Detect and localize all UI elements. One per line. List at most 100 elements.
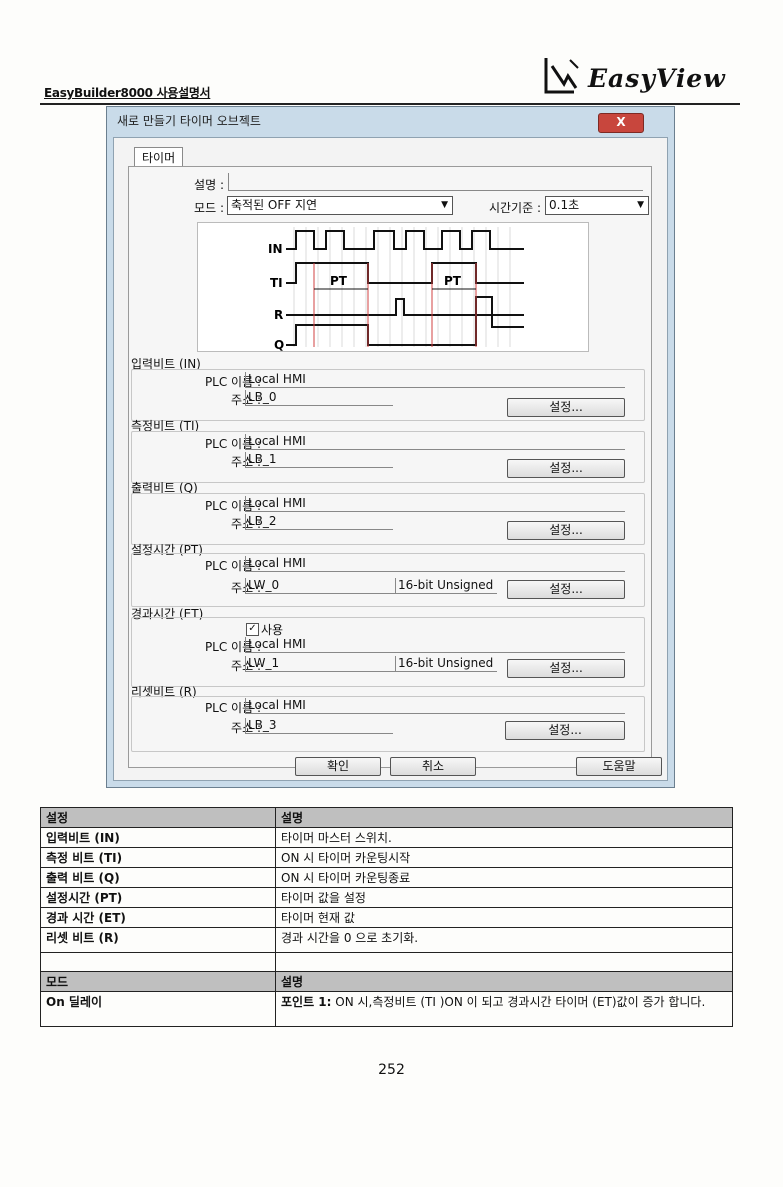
table-cell: 설정	[40, 807, 276, 828]
section-group-pt	[131, 553, 645, 607]
address-label-pt: 주소 :	[231, 581, 261, 595]
table-row: 경과 시간 (ET) 타이머 현재 값	[40, 907, 733, 928]
plc-name-field-in[interactable]: Local HMI	[245, 372, 625, 388]
point-description: ON 시,측정비트 (TI )ON 이 되고 경과시간 타이머 (ET)값이 증…	[331, 995, 706, 1009]
plc-name-label-in: PLC 이름 :	[204, 375, 261, 389]
settings-button-pt[interactable]: 설정...	[507, 580, 625, 599]
table-cell: 경과 시간을 0 으로 초기화.	[275, 927, 733, 953]
table-cell: 설명	[275, 971, 733, 992]
table-row	[40, 952, 733, 972]
settings-button-ti[interactable]: 설정...	[507, 459, 625, 478]
timing-diagram: IN TI R Q	[197, 222, 589, 352]
plc-name-field-pt[interactable]: Local HMI	[245, 556, 625, 572]
timebase-select[interactable]: 0.1초 ▼	[545, 196, 649, 215]
mode-select[interactable]: 축적된 OFF 지연 ▼	[227, 196, 453, 215]
table-cell: 측정 비트 (TI)	[40, 847, 276, 868]
help-button[interactable]: 도움말	[576, 757, 662, 776]
plc-name-field-q[interactable]: Local HMI	[245, 496, 625, 512]
page-number: 252	[378, 1062, 405, 1078]
dialog-client-area: 타이머 설명 : 모드 : 축적된 OFF 지연 ▼ 시간기준 : 0.1초 ▼	[113, 137, 668, 781]
table-row: 모드 설명	[40, 971, 733, 992]
section-group-r	[131, 696, 645, 752]
table-cell: 출력 비트 (Q)	[40, 867, 276, 888]
section-title-r: 리셋비트 (R)	[131, 685, 197, 699]
section-title-ti: 측정비트 (TI)	[131, 419, 200, 433]
header-rule	[40, 103, 740, 105]
use-checkbox-et[interactable]: ✓	[246, 623, 259, 636]
settings-button-et[interactable]: 설정...	[507, 659, 625, 678]
ok-button[interactable]: 확인	[295, 757, 381, 776]
table-cell: ON 시 타이머 카운팅종료	[275, 867, 733, 888]
table-cell: ON 시 타이머 카운팅시작	[275, 847, 733, 868]
data-format-field-et[interactable]: 16-bit Unsigned	[395, 656, 497, 672]
settings-button-q[interactable]: 설정...	[507, 521, 625, 540]
dialog-titlebar[interactable]: 새로 만들기 타이머 오브젝트 X	[107, 107, 674, 133]
section-title-in: 입력비트 (IN)	[131, 357, 201, 371]
settings-button-r[interactable]: 설정...	[505, 721, 625, 740]
chevron-down-icon: ▼	[441, 200, 448, 210]
signal-trace-in	[286, 230, 524, 250]
address-label-in: 주소 :	[231, 393, 261, 407]
tab-timer[interactable]: 타이머	[134, 147, 184, 168]
address-label-r: 주소 :	[231, 721, 261, 735]
address-field-pt[interactable]: LW_0	[245, 578, 395, 594]
pt-label-1: PT	[330, 274, 348, 288]
plc-name-field-et[interactable]: Local HMI	[245, 637, 625, 653]
table-cell: On 딜레이	[40, 991, 276, 1027]
section-group-q	[131, 493, 645, 545]
point-label: 포인트 1:	[281, 995, 332, 1009]
table-cell: 타이머 현재 값	[275, 907, 733, 928]
section-group-ti	[131, 431, 645, 483]
address-field-ti[interactable]: LB_1	[245, 452, 393, 468]
table-cell: 모드	[40, 971, 276, 992]
section-group-in	[131, 369, 645, 421]
signal-trace-r	[286, 298, 524, 316]
settings-button-in[interactable]: 설정...	[507, 398, 625, 417]
logo-text: EasyView	[588, 64, 726, 93]
plc-name-field-ti[interactable]: Local HMI	[245, 434, 625, 450]
mode-select-value: 축적된 OFF 지연	[231, 198, 318, 212]
table-row: 리셋 비트 (R) 경과 시간을 0 으로 초기화.	[40, 927, 733, 953]
table-row: 입력비트 (IN) 타이머 마스터 스위치.	[40, 827, 733, 848]
address-field-et[interactable]: LW_1	[245, 656, 395, 672]
settings-description-table: 설정 설명 입력비트 (IN) 타이머 마스터 스위치. 측정 비트 (TI) …	[40, 807, 733, 1027]
table-cell: 타이머 값을 설정	[275, 887, 733, 908]
address-field-r[interactable]: LB_3	[245, 718, 393, 734]
signal-label-in: IN	[268, 242, 283, 256]
dialog-title: 새로 만들기 타이머 오브젝트	[117, 114, 261, 128]
signal-trace-ti	[286, 262, 524, 284]
timebase-select-value: 0.1초	[549, 198, 580, 212]
plc-name-label-r: PLC 이름 :	[204, 701, 261, 715]
document-header-title: EasyBuilder8000 사용설명서	[44, 86, 211, 100]
timer-object-dialog: 새로 만들기 타이머 오브젝트 X 타이머 설명 : 모드 : 축적된 OFF …	[106, 106, 675, 788]
close-button[interactable]: X	[598, 113, 644, 133]
table-cell: 타이머 마스터 스위치.	[275, 827, 733, 848]
table-cell: 리셋 비트 (R)	[40, 927, 276, 953]
cancel-button[interactable]: 취소	[390, 757, 476, 776]
timebase-label: 시간기준 :	[488, 201, 541, 215]
plc-name-field-r[interactable]: Local HMI	[245, 698, 625, 714]
table-cell: 설정시간 (PT)	[40, 887, 276, 908]
section-title-q: 출력비트 (Q)	[131, 481, 198, 495]
use-checkbox-label-et: 사용	[261, 623, 284, 637]
table-row: 설정 설명	[40, 807, 733, 828]
chevron-down-icon: ▼	[637, 200, 644, 210]
table-row: 출력 비트 (Q) ON 시 타이머 카운팅종료	[40, 867, 733, 888]
table-row: On 딜레이 포인트 1: ON 시,측정비트 (TI )ON 이 되고 경과시…	[40, 991, 733, 1027]
data-format-field-pt[interactable]: 16-bit Unsigned	[395, 578, 497, 594]
address-field-in[interactable]: LB_0	[245, 390, 393, 406]
signal-trace-q	[286, 296, 524, 346]
section-group-et	[131, 617, 645, 687]
address-label-et: 주소 :	[231, 659, 261, 673]
description-label: 설명 :	[194, 178, 224, 192]
timer-tab-panel: 설명 : 모드 : 축적된 OFF 지연 ▼ 시간기준 : 0.1초 ▼	[128, 166, 652, 768]
address-label-q: 주소 :	[231, 517, 261, 531]
plc-name-label-et: PLC 이름 :	[204, 640, 261, 654]
easyview-logo-icon	[544, 58, 579, 94]
table-cell	[275, 952, 733, 972]
signal-label-ti: TI	[270, 276, 283, 290]
description-input[interactable]	[228, 173, 643, 191]
mode-label: 모드 :	[194, 201, 224, 215]
table-cell: 포인트 1: ON 시,측정비트 (TI )ON 이 되고 경과시간 타이머 (…	[275, 991, 733, 1027]
address-field-q[interactable]: LB_2	[245, 514, 393, 530]
